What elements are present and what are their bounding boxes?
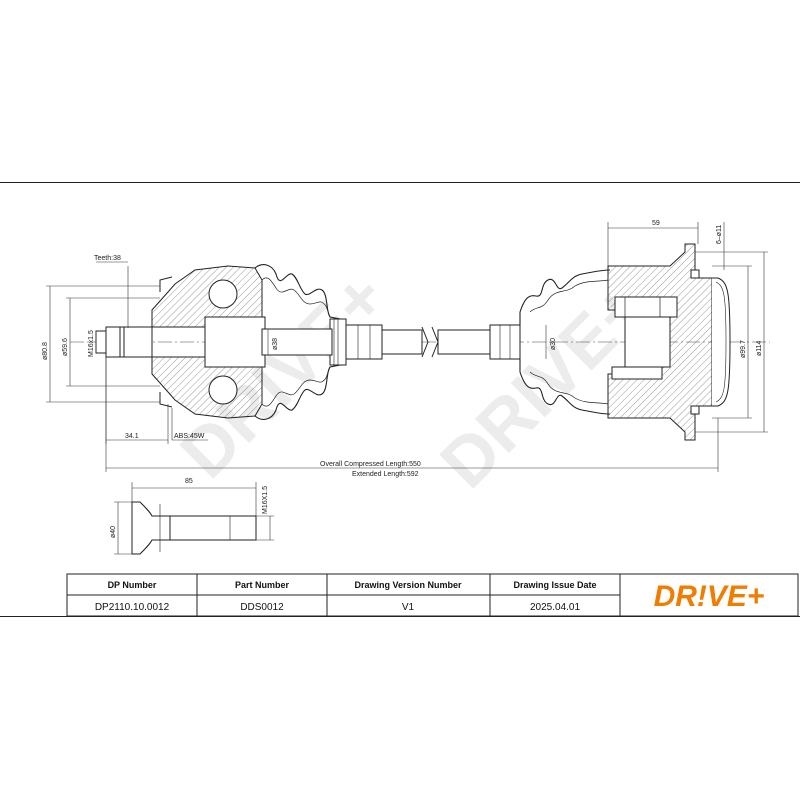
header-drawing-version: Drawing Version Number <box>354 580 462 590</box>
outer-cv-joint <box>95 265 266 419</box>
boot-upper-outline <box>254 264 346 327</box>
joint-cover <box>712 277 731 407</box>
m16-left-label: M16x1.5 <box>88 330 95 357</box>
bolt-thread-label: M16X1.5 <box>262 486 269 514</box>
inner-boot-upper-outline <box>519 269 611 325</box>
value-drawing-version: V1 <box>402 602 415 613</box>
outer-boot <box>254 264 346 420</box>
d99-7-label: ø99.7 <box>740 340 747 358</box>
tripod-roller-upper <box>614 296 678 318</box>
teeth-label: Teeth:38 <box>94 255 121 262</box>
bolt-detail <box>131 501 257 555</box>
value-dp-number: DP2110.10.0012 <box>95 602 170 613</box>
d59-label: 59 <box>652 220 660 227</box>
d80-label: ø80.8 <box>42 342 49 360</box>
d114-label: ø114 <box>756 340 763 356</box>
ball-lower <box>208 375 238 405</box>
inner-boot-lower-outline <box>519 359 611 415</box>
tripod-spider <box>624 316 671 368</box>
value-issue-date: 2025.04.01 <box>530 602 580 613</box>
d34-1-label: 34.1 <box>125 433 139 440</box>
dimensions <box>46 222 768 472</box>
inner-boot <box>519 269 611 415</box>
drive-shaft <box>261 324 521 360</box>
title-block <box>66 573 799 617</box>
bolt-diam-label: ø40 <box>110 526 117 538</box>
inner-cv-joint <box>607 243 731 441</box>
bolt-length-label: 85 <box>185 478 193 485</box>
bolt-head <box>131 501 171 555</box>
technical-drawing: DRIVE+ DRIVE+ <box>0 182 800 617</box>
ball-upper <box>208 279 238 309</box>
d59-6-label: ø59.6 <box>62 338 69 356</box>
d38-label: ø38 <box>272 338 279 350</box>
stub-shaft <box>105 326 153 358</box>
bolt-shank <box>169 515 257 541</box>
bolt-dimensions <box>114 482 274 555</box>
overall-length-label: Overall Compressed Length:550 <box>320 461 421 468</box>
drawing-frame: DRIVE+ DRIVE+ <box>0 182 800 617</box>
value-part-number: DDS0012 <box>240 602 284 613</box>
drive-plus-logo: DR!VE+ <box>654 580 765 613</box>
header-issue-date: Drawing Issue Date <box>513 580 596 590</box>
abs-label: ABS:45W <box>174 433 205 440</box>
header-part-number: Part Number <box>235 580 290 590</box>
boot-lower-outline <box>254 357 346 420</box>
header-dp-number: DP Number <box>108 580 157 590</box>
extended-length-label: Extended Length:592 <box>352 471 419 478</box>
d30-label: ø30 <box>550 338 557 350</box>
d6x11-label: 6–ø11 <box>716 225 723 244</box>
